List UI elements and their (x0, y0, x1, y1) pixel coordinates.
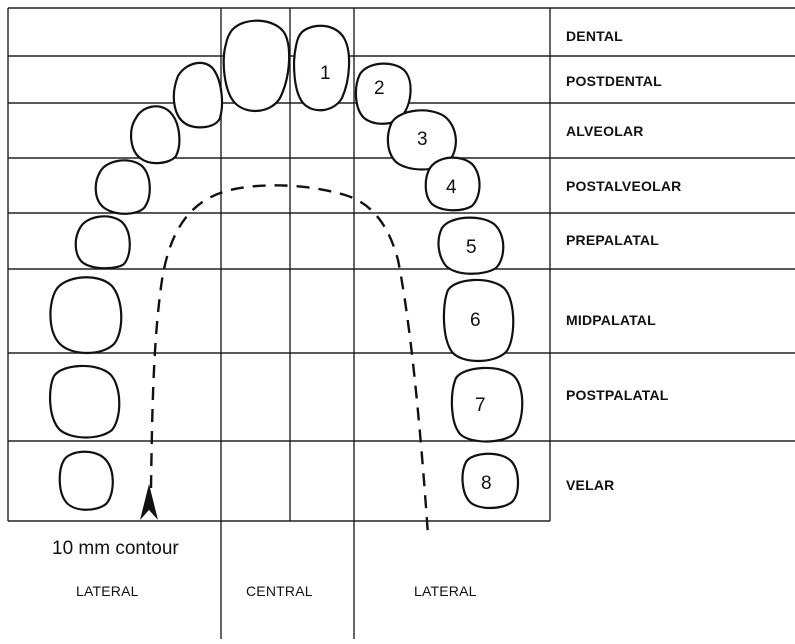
zone-label-midpalatal: MIDPALATAL (566, 312, 656, 328)
tooth-number-8: 8 (481, 473, 492, 494)
tooth-left-lateral-incisor (174, 63, 222, 127)
contour-arrowhead (140, 484, 158, 520)
region-label-left-lateral: LATERAL (76, 583, 139, 599)
zone-label-dental: DENTAL (566, 28, 623, 44)
contour-label: 10 mm contour (52, 538, 179, 559)
tooth-left-second-molar (50, 366, 119, 438)
left-teeth (50, 21, 289, 510)
tooth-number-4: 4 (446, 177, 457, 198)
tooth-left-canine (131, 106, 179, 163)
tooth-7 (452, 368, 522, 442)
tooth-left-central-incisor (224, 21, 289, 111)
region-label-right-lateral: LATERAL (414, 583, 477, 599)
tooth-number-7: 7 (475, 395, 486, 416)
right-teeth (294, 26, 522, 508)
tooth-left-second-premolar (76, 216, 130, 268)
tooth-number-3: 3 (417, 129, 428, 150)
zone-label-velar: VELAR (566, 477, 614, 493)
zone-label-postalveolar: POSTALVEOLAR (566, 178, 681, 194)
tooth-left-first-premolar (96, 160, 150, 213)
tooth-number-5: 5 (466, 237, 477, 258)
zone-labels: DENTAL POSTDENTAL ALVEOLAR POSTALVEOLAR … (566, 28, 681, 493)
tooth-number-2: 2 (374, 78, 385, 99)
zone-label-alveolar: ALVEOLAR (566, 123, 644, 139)
tooth-number-1: 1 (320, 63, 331, 84)
tooth-number-6: 6 (470, 310, 481, 331)
zone-label-postdental: POSTDENTAL (566, 73, 662, 89)
tooth-left-first-molar (50, 277, 121, 353)
tooth-left-third-molar (60, 452, 113, 510)
region-label-central: CENTRAL (246, 583, 313, 599)
zone-label-postpalatal: POSTPALATAL (566, 387, 669, 403)
zone-label-prepalatal: PREPALATAL (566, 232, 659, 248)
